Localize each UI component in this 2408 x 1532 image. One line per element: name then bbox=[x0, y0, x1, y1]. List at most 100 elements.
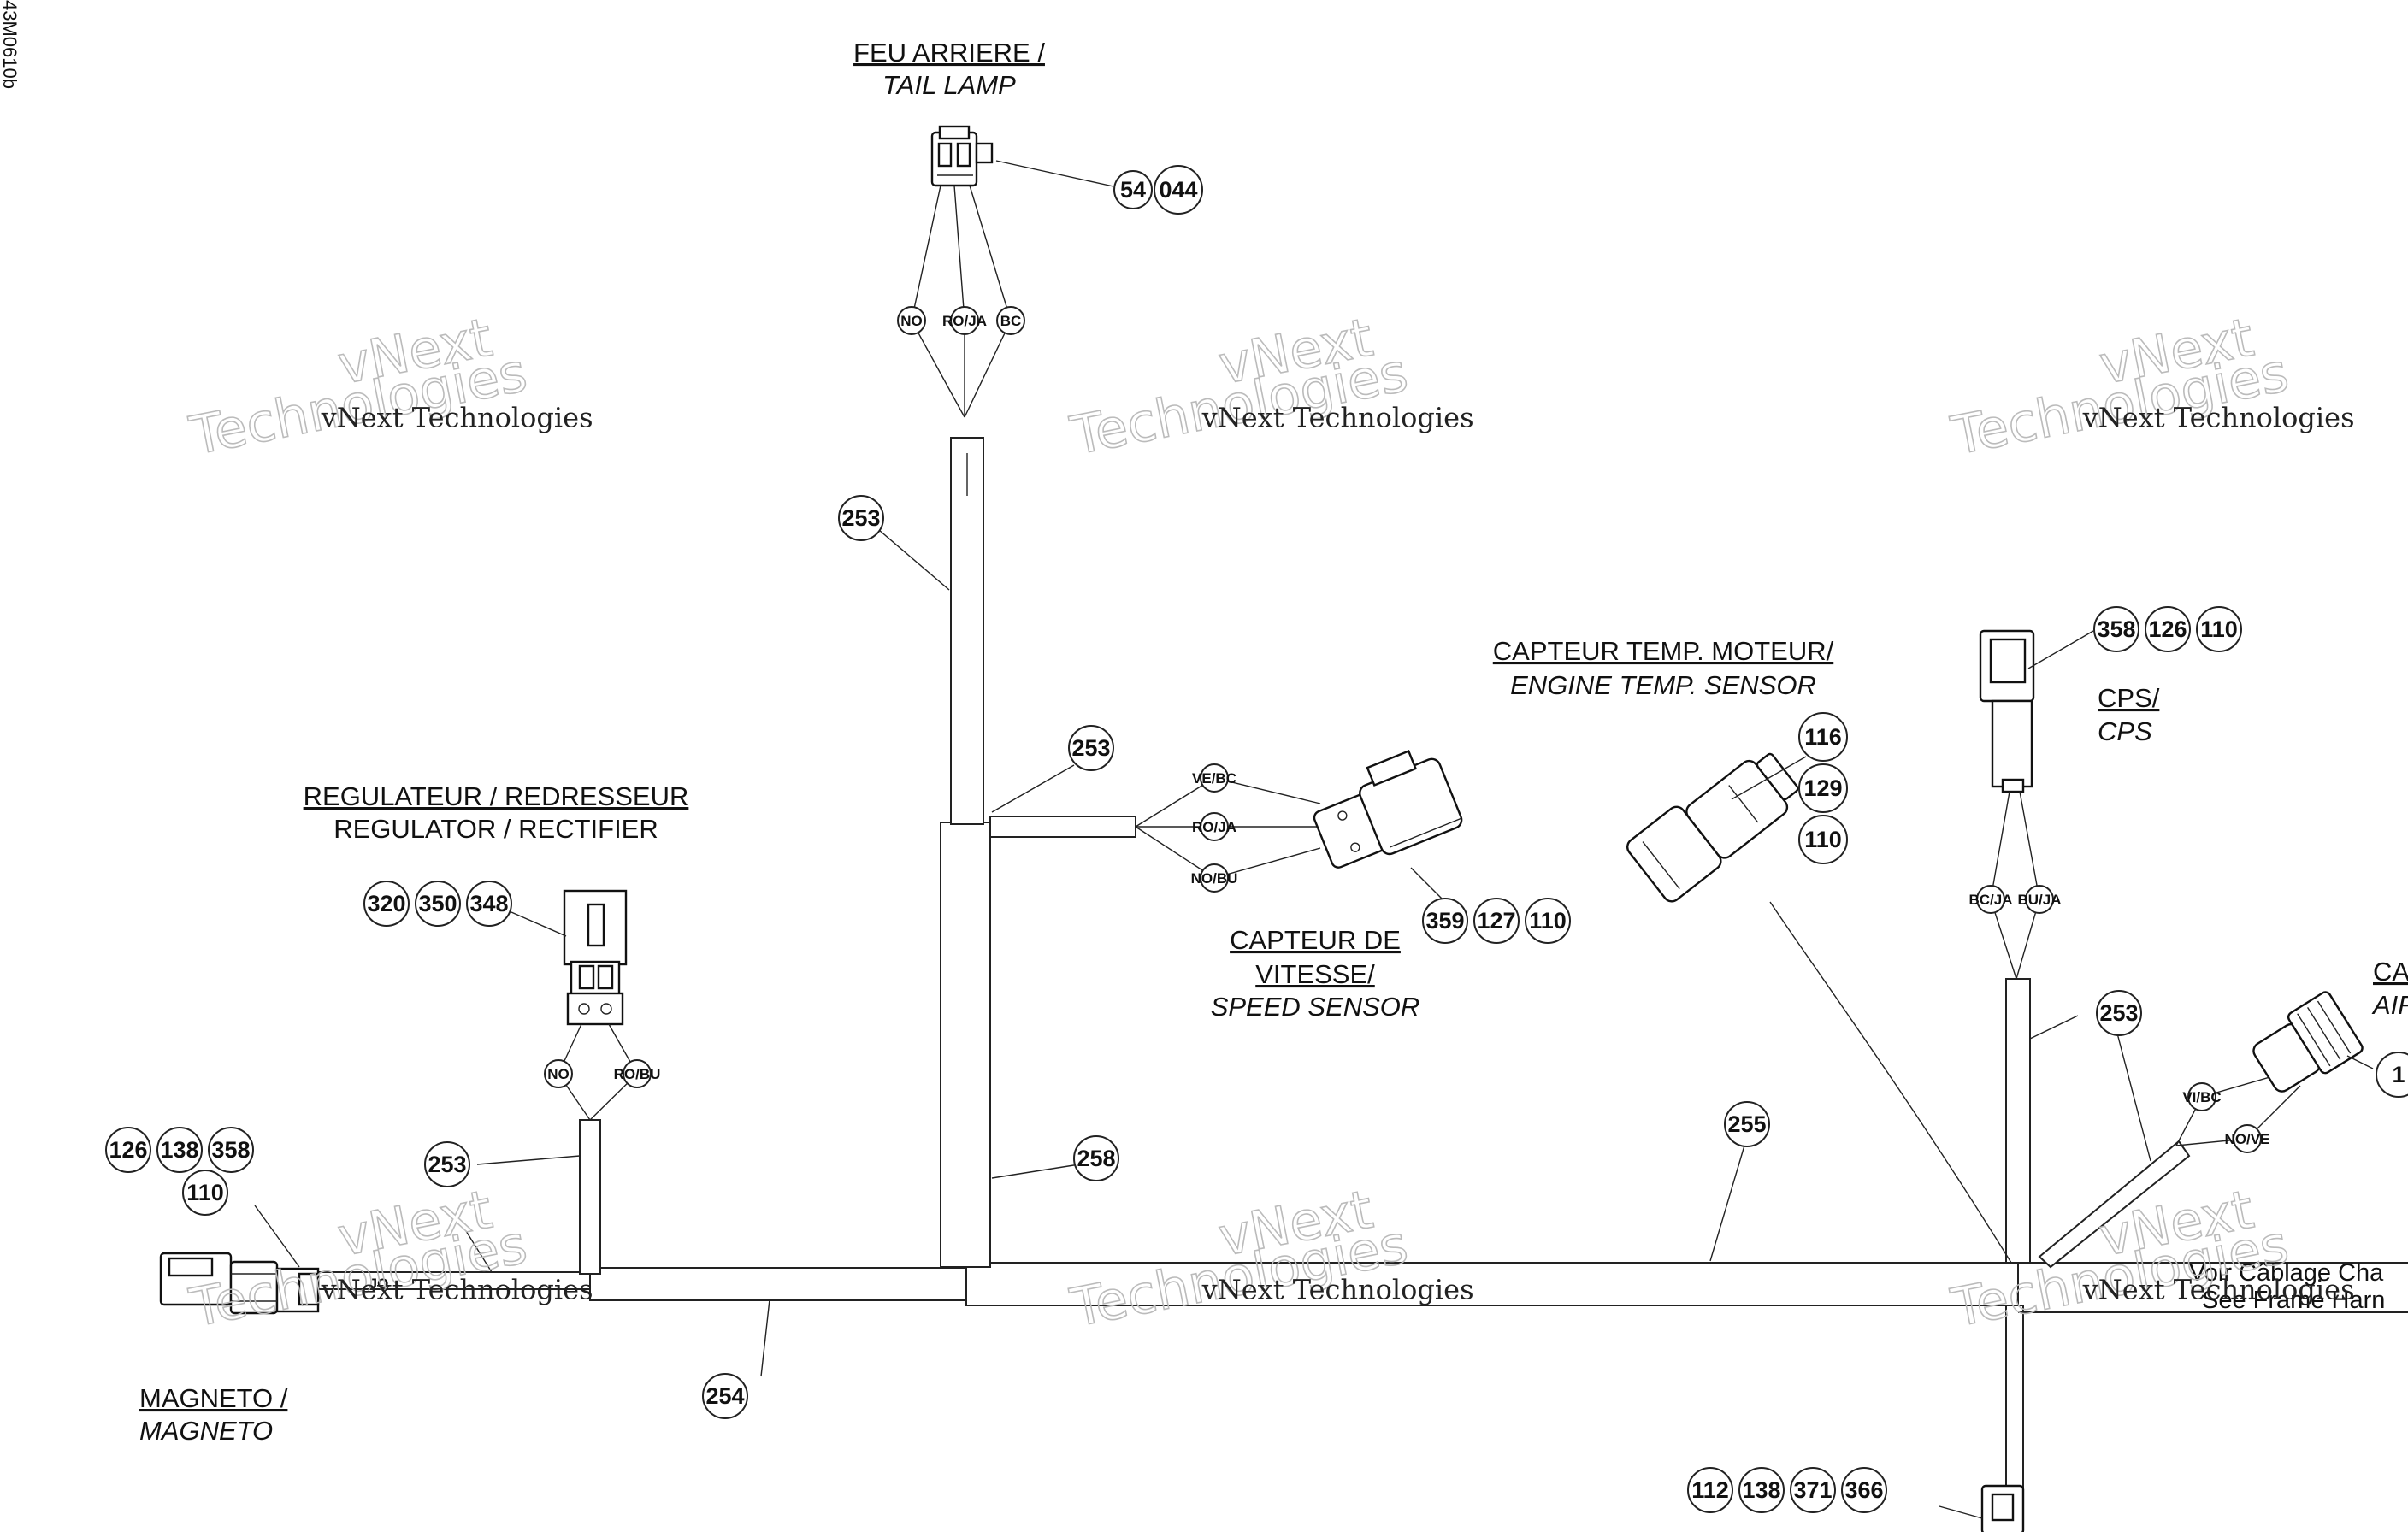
svg-text:359: 359 bbox=[1425, 908, 1464, 934]
ref-bubble: 110 bbox=[1525, 898, 1571, 944]
speed-sensor-label-fr2: VITESSE/ bbox=[1255, 959, 1375, 989]
svg-text:358: 358 bbox=[211, 1137, 250, 1163]
ref-bubble: 253 bbox=[838, 495, 884, 541]
svg-text:255: 255 bbox=[1727, 1111, 1766, 1137]
ref-bubble: 358 bbox=[208, 1127, 254, 1173]
ref-bubble: 129 bbox=[1798, 763, 1848, 813]
svg-text:138: 138 bbox=[160, 1137, 198, 1163]
regulator-group: REGULATEUR / REDRESSEUR REGULATOR / RECT… bbox=[304, 781, 689, 1165]
ref-bubble: 116 bbox=[1798, 712, 1848, 762]
tail-lamp-connector bbox=[930, 125, 994, 187]
svg-text:366: 366 bbox=[1844, 1477, 1883, 1503]
wire-tag: VI/BC bbox=[2182, 1082, 2222, 1111]
svg-text:126: 126 bbox=[2148, 616, 2187, 642]
svg-text:126: 126 bbox=[109, 1137, 147, 1163]
svg-text:NO/BU: NO/BU bbox=[1191, 870, 1238, 887]
ref-bubble: 253 bbox=[424, 1141, 470, 1187]
ref-bubble: 258 bbox=[1073, 1135, 1119, 1181]
svg-text:320: 320 bbox=[367, 891, 405, 916]
wire-tag: NO bbox=[897, 306, 926, 335]
regulator-label-fr: REGULATEUR / REDRESSEUR bbox=[304, 781, 689, 811]
svg-text:RO/JA: RO/JA bbox=[942, 313, 987, 329]
drawing-id: 43M0610b bbox=[0, 0, 21, 89]
magneto-label-fr: MAGNETO / bbox=[139, 1383, 288, 1413]
svg-text:1: 1 bbox=[2392, 1062, 2405, 1087]
ref-bubble: 138 bbox=[156, 1127, 203, 1173]
speed-sensor-label-fr1: CAPTEUR DE bbox=[1230, 925, 1401, 955]
svg-text:RO/JA: RO/JA bbox=[1192, 819, 1236, 835]
svg-text:129: 129 bbox=[1803, 775, 1842, 801]
svg-text:VI/BC: VI/BC bbox=[2182, 1089, 2221, 1105]
cps-connector bbox=[1979, 629, 2035, 793]
svg-text:127: 127 bbox=[1477, 908, 1515, 934]
wire-tag: VE/BC bbox=[1192, 763, 1236, 793]
svg-text:253: 253 bbox=[428, 1152, 466, 1177]
svg-text:371: 371 bbox=[1793, 1477, 1832, 1503]
ref-bubble: 371 bbox=[1790, 1467, 1836, 1513]
ref-bubble: 110 bbox=[2196, 606, 2242, 652]
ref-bubble: 54 bbox=[1113, 170, 1153, 209]
regulator-connector bbox=[563, 889, 628, 1026]
svg-text:253: 253 bbox=[841, 505, 880, 531]
svg-text:253: 253 bbox=[2099, 1000, 2138, 1026]
svg-text:BC/JA: BC/JA bbox=[1968, 892, 2012, 908]
svg-text:RO/BU: RO/BU bbox=[614, 1066, 661, 1082]
ref-bubble: 110 bbox=[182, 1170, 228, 1216]
ref-bubble: 1 bbox=[2376, 1052, 2408, 1098]
svg-text:54: 54 bbox=[1120, 177, 1146, 203]
ref-bubble: 254 bbox=[702, 1373, 748, 1419]
svg-text:110: 110 bbox=[1529, 908, 1567, 934]
ref-bubble: 126 bbox=[105, 1127, 151, 1173]
wire-tag: BC bbox=[996, 306, 1025, 335]
frame-note-line1: Voir Câblage Cha bbox=[2189, 1259, 2384, 1287]
air-sensor-label-fr: CAP bbox=[2373, 957, 2408, 987]
svg-text:112: 112 bbox=[1691, 1477, 1729, 1503]
svg-text:vNext Technologies: vNext Technologies bbox=[321, 401, 593, 433]
svg-text:BC: BC bbox=[1000, 313, 1022, 329]
air-sensor-connector bbox=[2252, 991, 2364, 1093]
engine-temp-label-en: ENGINE TEMP. SENSOR bbox=[1510, 670, 1816, 700]
svg-text:vNext Technologies: vNext Technologies bbox=[2082, 1273, 2355, 1305]
svg-text:vNext Technologies: vNext Technologies bbox=[321, 1273, 593, 1305]
svg-text:044: 044 bbox=[1159, 177, 1197, 203]
ref-bubble: 359 bbox=[1422, 898, 1468, 944]
harness-leaders bbox=[760, 529, 2151, 1377]
cps-label-fr: CPS/ bbox=[2098, 683, 2160, 713]
ref-bubble: 255 bbox=[1724, 1101, 1770, 1147]
svg-text:NO: NO bbox=[547, 1066, 570, 1082]
ref-bubble: 112 bbox=[1687, 1467, 1733, 1513]
svg-text:254: 254 bbox=[705, 1383, 744, 1409]
svg-text:110: 110 bbox=[2200, 616, 2238, 642]
svg-text:NO/VE: NO/VE bbox=[2225, 1131, 2270, 1147]
ref-bubble: 366 bbox=[1841, 1467, 1887, 1513]
ref-bubble: 138 bbox=[1738, 1467, 1785, 1513]
svg-text:253: 253 bbox=[1071, 735, 1110, 761]
ref-bubble: 110 bbox=[1798, 815, 1848, 864]
harness-trunks bbox=[316, 437, 2408, 1532]
svg-text:138: 138 bbox=[1742, 1477, 1780, 1503]
svg-text:110: 110 bbox=[1804, 827, 1842, 852]
ref-bubble: 350 bbox=[415, 881, 461, 927]
cps-group: CPS/ CPS bbox=[1979, 629, 2160, 1040]
wire-tag: NO/VE bbox=[2225, 1124, 2270, 1153]
magneto-group: JO MAGNETO / MAGNETO bbox=[139, 1205, 493, 1446]
air-sensor-label-en: AIR bbox=[2371, 990, 2408, 1020]
svg-text:VE/BC: VE/BC bbox=[1192, 770, 1236, 787]
svg-text:vNext Technologies: vNext Technologies bbox=[1201, 401, 1474, 433]
magneto-connector bbox=[159, 1252, 320, 1315]
ref-bubble: 253 bbox=[1068, 725, 1114, 771]
svg-text:348: 348 bbox=[469, 891, 508, 916]
speed-sensor-group: CAPTEUR DE VITESSE/ SPEED SENSOR bbox=[1135, 750, 1463, 1022]
regulator-label-en: REGULATOR / RECTIFIER bbox=[333, 814, 658, 844]
ref-bubble: 253 bbox=[2096, 990, 2142, 1036]
wire-tag: RO/JA bbox=[942, 306, 987, 335]
frame-note-line2: See Frame Harn bbox=[2202, 1287, 2385, 1314]
engine-temp-connector bbox=[1626, 752, 1799, 903]
cps-label-en: CPS bbox=[2098, 716, 2152, 746]
